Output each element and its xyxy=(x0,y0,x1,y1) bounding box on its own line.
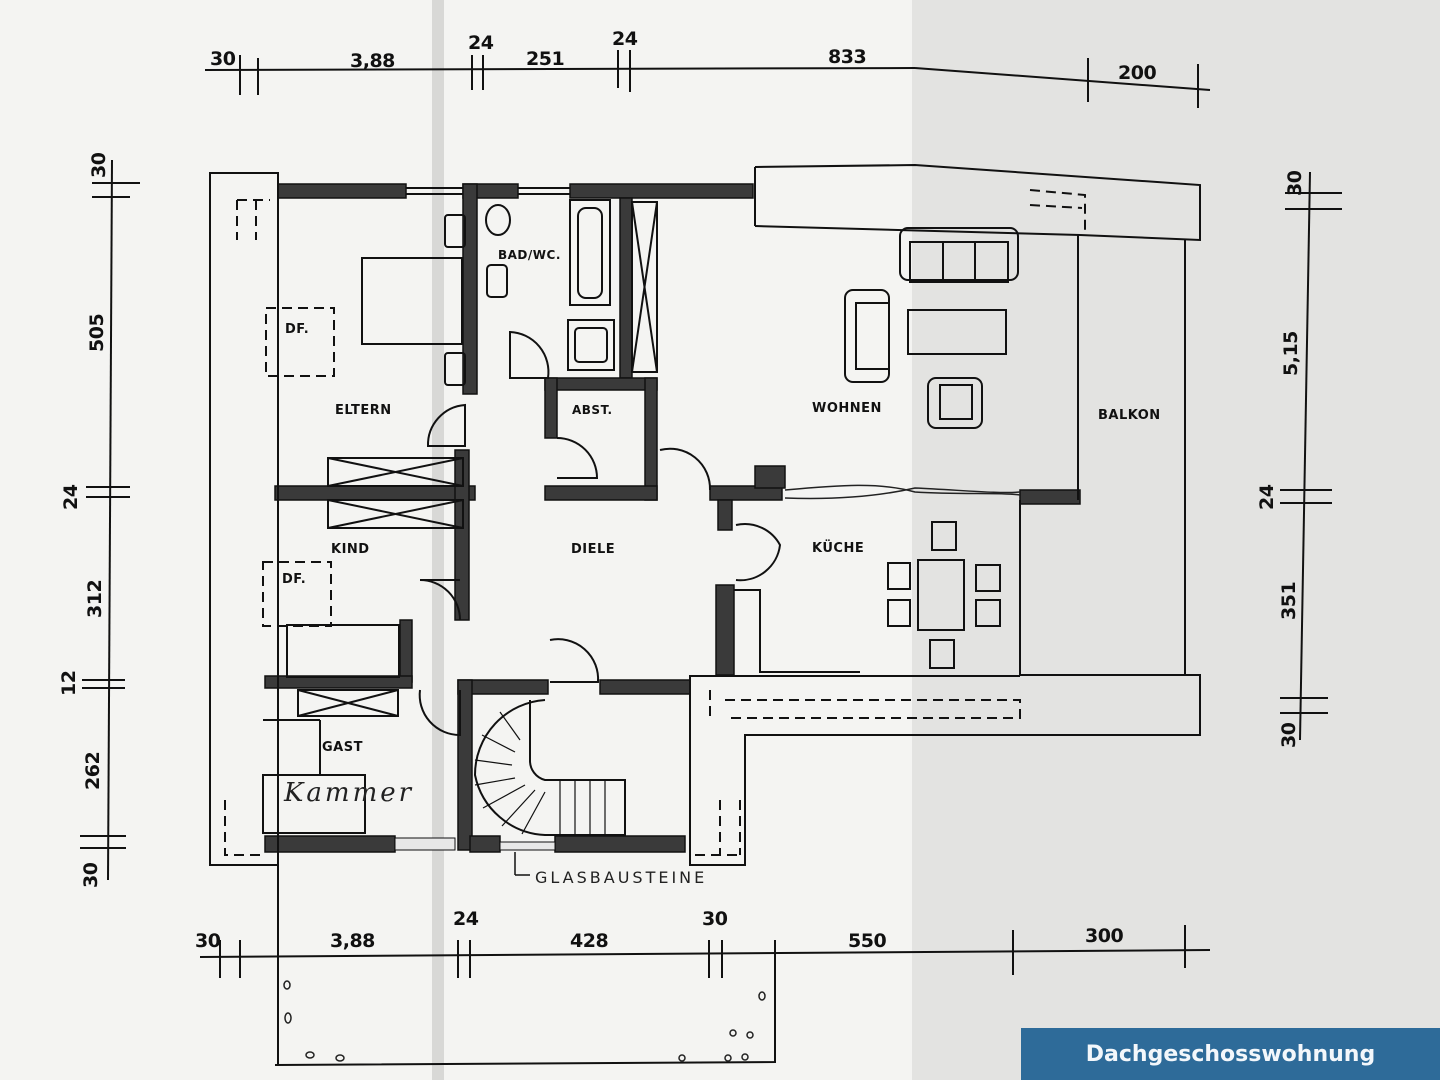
dim-bottom-30b: 30 xyxy=(702,908,728,930)
dim-top-833: 833 xyxy=(828,46,867,68)
room-label-kind: KIND xyxy=(331,542,370,557)
handwritten-kammer-note: Kammer xyxy=(284,778,415,808)
room-label-diele: DIELE xyxy=(571,542,616,557)
dim-left-24: 24 xyxy=(60,484,82,510)
scan-fold-line xyxy=(432,0,444,1080)
glasbausteine-note: GLASBAUSTEINE xyxy=(535,868,708,887)
room-label-abst: ABST. xyxy=(572,403,613,417)
dim-left-505: 505 xyxy=(86,313,108,352)
dim-left-262: 262 xyxy=(82,751,104,790)
dim-top-24a: 24 xyxy=(468,32,494,54)
dim-left-30: 30 xyxy=(88,152,110,178)
dim-top-30: 30 xyxy=(210,48,236,70)
room-label-eltern: ELTERN xyxy=(335,403,392,418)
dim-bottom-24: 24 xyxy=(453,908,479,930)
dim-bottom-550: 550 xyxy=(848,930,887,952)
skylight-label-kind: DF. xyxy=(282,572,307,587)
dim-bottom-428: 428 xyxy=(570,930,609,952)
room-label-wohnen: WOHNEN xyxy=(812,401,882,416)
dim-right-24: 24 xyxy=(1256,484,1278,510)
dim-top-388: 3,88 xyxy=(350,50,395,72)
dim-top-251: 251 xyxy=(526,48,565,70)
room-label-gast: GAST xyxy=(322,740,363,755)
dim-top-24b: 24 xyxy=(612,28,638,50)
room-label-bad-wc: BAD/WC. xyxy=(498,248,561,262)
dim-bottom-300: 300 xyxy=(1085,925,1124,947)
dim-right-351: 351 xyxy=(1278,581,1300,620)
dim-bottom-30: 30 xyxy=(195,930,221,952)
dim-left-12: 12 xyxy=(58,670,80,696)
dim-left-30b: 30 xyxy=(80,862,102,888)
dim-top-200: 200 xyxy=(1118,62,1157,84)
floor-title-badge: Dachgeschosswohnung xyxy=(1021,1028,1440,1080)
room-label-balkon: BALKON xyxy=(1098,408,1161,423)
dim-right-30b: 30 xyxy=(1278,722,1300,748)
skylight-label-eltern: DF. xyxy=(285,322,310,337)
dim-right-30: 30 xyxy=(1284,170,1306,196)
room-label-kueche: KÜCHE xyxy=(812,541,865,556)
dim-left-312: 312 xyxy=(84,579,106,618)
dim-right-515: 5,15 xyxy=(1280,331,1302,376)
scanned-page-shadow xyxy=(912,0,1440,1080)
dim-bottom-388: 3,88 xyxy=(330,930,375,952)
